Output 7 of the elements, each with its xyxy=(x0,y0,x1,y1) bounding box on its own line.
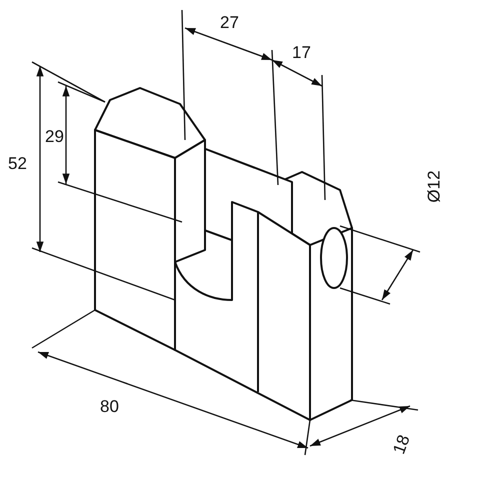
dimension-label: 18 xyxy=(390,432,413,456)
dimension-label: 17 xyxy=(292,44,311,61)
dimension-label: Ø12 xyxy=(426,170,443,203)
dimension-label: 52 xyxy=(8,155,27,172)
dimension-label: 27 xyxy=(220,14,239,31)
dimension-label: 29 xyxy=(45,128,64,145)
dimension-label: 80 xyxy=(100,398,119,415)
